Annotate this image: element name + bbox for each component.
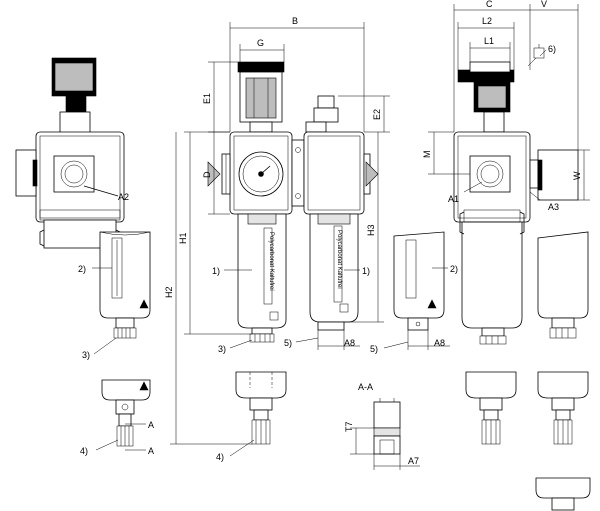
section-marker-A-bottom: A	[148, 446, 154, 456]
center-drain-detail-4	[235, 371, 287, 445]
left-regulator-side-view	[15, 57, 125, 249]
right-side-view	[453, 44, 579, 345]
bowl-text-right: Polycarbonat Kaltufrei	[336, 230, 342, 289]
left-drain-detail-4	[101, 379, 151, 451]
callout-2-right: 2)	[450, 264, 458, 274]
dim-H2: H2	[164, 286, 174, 298]
dim-A7: A7	[408, 456, 419, 466]
callout-3-mid: 3)	[218, 344, 226, 354]
dim-A8-right: A8	[434, 338, 445, 348]
dimension-lines	[92, 4, 590, 470]
center-lubricator-body	[303, 131, 365, 215]
dim-T7: T7	[344, 421, 354, 432]
callout-5-right: 5)	[370, 344, 378, 354]
dim-V: V	[541, 0, 547, 9]
dim-C: C	[486, 0, 493, 9]
dim-E1: E1	[202, 93, 212, 104]
section-marker-A-top: A	[148, 420, 154, 430]
dim-H1: H1	[178, 232, 188, 244]
callout-4-left: 4)	[80, 446, 88, 456]
callout-4-mid: 4)	[216, 452, 224, 462]
callout-3-left: 3)	[82, 350, 90, 360]
dim-L1: L1	[484, 36, 494, 46]
callout-A3: A3	[548, 202, 559, 212]
callout-A2: A2	[118, 192, 129, 202]
left-bowl-2	[99, 231, 151, 339]
center-assembly-front-view	[207, 61, 379, 343]
dim-H3: H3	[366, 224, 376, 236]
callout-6: 6)	[548, 44, 556, 54]
section-a-a	[373, 398, 401, 455]
dim-E2: E2	[372, 109, 382, 120]
left-port-window	[53, 155, 95, 193]
dim-B: B	[292, 16, 298, 26]
callout-1-right: 1)	[362, 266, 370, 276]
right-gauge-side	[537, 149, 579, 201]
section-label: A-A	[358, 382, 373, 392]
bowl-text-left: Polycarbonat Kaltufrei	[268, 232, 274, 291]
right-bowl-2	[393, 231, 445, 331]
labels: B G E1 E2 D H1 H2 H3 C V L2 L1 M W A8 A8…	[78, 0, 582, 466]
dim-D: D	[202, 171, 212, 178]
callout-2-left: 2)	[78, 264, 86, 274]
callout-A1: A1	[448, 194, 459, 204]
right-lower-details	[465, 371, 591, 511]
dim-A8-center: A8	[344, 338, 355, 348]
dim-W: W	[572, 171, 582, 180]
dim-M: M	[422, 151, 432, 159]
dim-G: G	[257, 38, 264, 48]
far-right-bowl	[537, 231, 589, 339]
callout-1-left: 1)	[212, 266, 220, 276]
callout-5-left: 5)	[284, 338, 292, 348]
dim-L2: L2	[482, 16, 492, 26]
